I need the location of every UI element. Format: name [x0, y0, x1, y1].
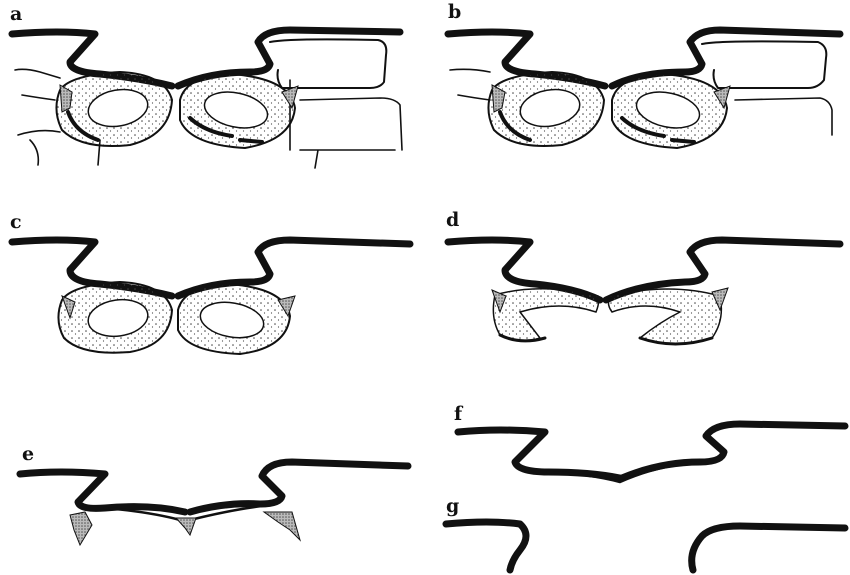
- panel-label-b: b: [448, 1, 461, 23]
- panel-b: [448, 30, 840, 148]
- panel-label-g: g: [446, 495, 459, 517]
- panel-f: [458, 424, 845, 482]
- panel-label-c: c: [10, 211, 22, 233]
- panel-c: [12, 240, 410, 354]
- panel-label-a: a: [10, 3, 22, 25]
- panel-label-e: e: [22, 443, 34, 465]
- panel-a: [12, 30, 402, 168]
- panel-label-f: f: [454, 403, 464, 425]
- panel-e: [20, 462, 408, 545]
- panel-g: [446, 522, 845, 570]
- panel-d: [448, 240, 840, 344]
- panel-label-d: d: [446, 209, 459, 231]
